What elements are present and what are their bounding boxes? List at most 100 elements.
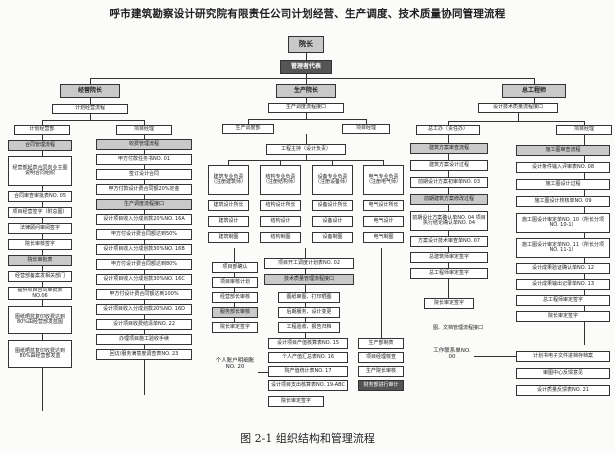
page-title: 呼市建筑勘察设计研究院有限责任公司计划经营、生产调度、技术质量协同管理流程 bbox=[109, 8, 506, 20]
blueprint-80-a: 图纸晒蓝复印收费达到80%由经营部发蓝图 bbox=[8, 306, 72, 334]
elec-design: 电气设计 bbox=[363, 216, 404, 227]
fee-task-01: 甲方付款任务书NO. 01 bbox=[96, 154, 192, 165]
fee-flow: 收费管理流程 bbox=[96, 139, 192, 150]
arch-drawing: 建筑制图 bbox=[208, 232, 249, 243]
verify-12: 设计成果验证确认单NO. 12 bbox=[516, 263, 610, 274]
project-plan-review: 项目审核计划 bbox=[212, 277, 258, 288]
fee-50: 甲方付设计费合同额达到50% bbox=[96, 229, 192, 240]
prelim-03: 前期设计方案初审单NO. 03 bbox=[410, 177, 488, 188]
scheme-design: 建筑方案设计过程 bbox=[410, 160, 488, 171]
pm-center-box: 项目经理 bbox=[342, 124, 390, 134]
blueprint-80-b: 图纸晒蓝复印收费达到80%由经营部发蓝 bbox=[8, 340, 72, 368]
work-contact-sheet: 工作联系单NO. 00 bbox=[433, 348, 471, 361]
legal-sign: 法律顾问审阅签字 bbox=[8, 223, 72, 234]
struct-drawing: 结构制图 bbox=[260, 232, 301, 243]
plan-dept-box: 计划经营部 bbox=[14, 125, 70, 135]
income-16a: 设计项目收入分成划款20%NO. 16A bbox=[96, 214, 192, 225]
expense-19: 设计项目支出核算表NO. 19-ABC bbox=[268, 380, 348, 391]
chief-engineer-box: 总工程师 bbox=[502, 84, 566, 98]
dean-approval: 院长审批表 bbox=[8, 255, 72, 266]
income-16b: 设计项目收入分成划款30%NO. 16B bbox=[96, 244, 192, 255]
equip-lead: 设备专业负责（注册设备师） bbox=[312, 165, 353, 195]
chief-office-box: 总工办（责任办） bbox=[416, 125, 480, 135]
project-sign: 项目经营签字（附总图） bbox=[8, 207, 72, 218]
struct-design: 结构设计 bbox=[260, 216, 301, 227]
contract-draft: 经营部起草合同向业主图 说明合同组织 bbox=[8, 156, 72, 186]
tq-interface: 技术质量管理流程接口 bbox=[264, 274, 354, 285]
dispatch-dept-box: 生产调度部 bbox=[222, 124, 274, 134]
dean-review-sign: 院长审核签字 bbox=[8, 239, 72, 250]
equip-drawing: 设备制图 bbox=[312, 232, 353, 243]
income-16c: 设计项目收入分成划款30%NO. 16C bbox=[96, 274, 192, 285]
construction-design: 施工图设计过程 bbox=[516, 179, 610, 190]
prelim-04: 前期设计方案确认单NO. 04 项目执行结论确认单NO. 04 bbox=[410, 211, 488, 231]
quality-feedback-21: 设计质量反馈表NO. 21 bbox=[516, 385, 610, 396]
arch-lead: 建筑专业负责（注册建筑师） bbox=[208, 165, 249, 195]
pm-left-box: 项目经理 bbox=[116, 125, 172, 135]
arch-head: 建筑设计所长 bbox=[208, 200, 249, 211]
e-archive: 计划书电子文件进档存档案 bbox=[516, 351, 610, 362]
tech-review-07: 方案设计技术审查单NO. 07 bbox=[410, 236, 488, 247]
pm-check: 项目经理核查 bbox=[358, 352, 404, 363]
prod-table: 生产部制表 bbox=[358, 338, 404, 349]
sign-contract: 签订设计合同 bbox=[96, 169, 192, 180]
dean-box: 院长 bbox=[288, 36, 324, 53]
input-review-08: 设计条件输入评审表NO. 08 bbox=[516, 162, 610, 173]
figure-caption: 图 2-1 组织结构和管理流程 bbox=[240, 432, 375, 445]
equip-head: 设备设计所长 bbox=[312, 200, 353, 211]
fee-20-deposit: 甲方付款设计费合同额20%定金 bbox=[96, 184, 192, 195]
arch-design: 建筑设计 bbox=[208, 216, 249, 227]
prelim-modify: 前期建筑方案修改过程 bbox=[410, 194, 488, 205]
dispatch-interface: 生产调度流程接口 bbox=[96, 199, 192, 210]
output-15: 设计项目产值核算表NO. 15 bbox=[268, 338, 348, 349]
struct-lead: 结构专业负责（注册结构师） bbox=[260, 165, 301, 195]
service-review: 服务部长审核 bbox=[212, 307, 258, 318]
dean-sign-right2: 院长审定签字 bbox=[516, 311, 610, 322]
print-drawings: 图纸审图、打印晒图 bbox=[278, 292, 340, 303]
project-confirm: 项目部确认 bbox=[212, 262, 258, 273]
dean-sign-right1: 院长审定签字 bbox=[424, 298, 474, 309]
chief-designer-box: 工程主持（设计负责） bbox=[266, 144, 346, 155]
prod-vp-review: 生产院长审核 bbox=[358, 366, 404, 377]
personal-16: 个人产值汇总表NO. 16 bbox=[268, 352, 348, 363]
dean-final-left: 院长审定签字 bbox=[212, 322, 258, 333]
scheme-review-flow: 建筑方案审查流程 bbox=[410, 143, 488, 154]
finance-audit: 财务部进行审计 bbox=[358, 380, 404, 391]
doc-archive-interface: 图、文档管理流程接口 bbox=[432, 324, 483, 331]
review-11: 施工图设计审定单NO. 11（所长分项NO. 11-1） bbox=[516, 238, 610, 258]
review-10: 施工图设计审定单NO. 10（所长分项NO. 10-1） bbox=[516, 213, 610, 233]
pm-right-box: 项目经理 bbox=[556, 125, 612, 135]
right-process-box: 设计技术质量流程接口 bbox=[478, 103, 558, 113]
personal-account: 个人账户明细账NO. 20 bbox=[215, 358, 255, 371]
production-vp-box: 生产院长 bbox=[276, 84, 336, 98]
project-archive: 工程验收、报告归档 bbox=[278, 322, 340, 333]
equip-design: 设备设计 bbox=[312, 216, 353, 227]
construction-flow: 施工图审查流程 bbox=[516, 145, 610, 156]
contract-flow: 合同管理流程 bbox=[8, 140, 72, 151]
fee-settle-22: 设计项目收费结清单NO. 22 bbox=[96, 319, 192, 330]
fee-100: 甲方付设计费合同额达到100% bbox=[96, 289, 192, 300]
elec-head: 电气设计所长 bbox=[363, 200, 404, 211]
output-13: 设计成果输出记录单NO. 13 bbox=[516, 279, 610, 290]
chief-architect-sign: 总建筑师审定签字 bbox=[410, 252, 488, 263]
contract-approval-form: 提供项目合同审批表NO.06 bbox=[8, 287, 72, 300]
contract-review: 合同审查审批表NO. 05 bbox=[8, 191, 72, 202]
review-center-feedback: 审图中心反馈意见 bbox=[516, 368, 610, 379]
management-rep-box: 管理者代表 bbox=[280, 60, 332, 74]
chief-engineer-sign: 总工程师审定签字 bbox=[410, 268, 488, 279]
left-process-box: 计划经营流程 bbox=[52, 104, 128, 114]
institute-17: 院产值统计表NO. 17 bbox=[268, 366, 348, 377]
center-process-box: 生产调度流程接口 bbox=[268, 103, 344, 113]
operation-vp-box: 经营院长 bbox=[60, 84, 120, 98]
survey-23: 回访/服务满意度调查表NO. 23 bbox=[96, 349, 192, 360]
elec-drawing: 电气制图 bbox=[363, 232, 404, 243]
struct-head: 结构设计所长 bbox=[260, 200, 301, 211]
dean-final-center: 院长审定签字 bbox=[268, 396, 324, 407]
schedule-02: 项目开工调度计划表NO. 02 bbox=[264, 258, 354, 269]
check-09: 施工图设计校核单NO. 09 bbox=[516, 196, 610, 207]
acceptance: 办理项目施工验收手续 bbox=[96, 334, 192, 345]
income-16d: 设计项目收入分成划款20%NO. 16D bbox=[96, 304, 192, 315]
elec-lead: 电气专业负责（注册电气师） bbox=[363, 165, 404, 195]
record-dispatch: 经营部备案发相关部门 bbox=[8, 271, 72, 282]
operation-review: 经营部长审核 bbox=[212, 292, 258, 303]
